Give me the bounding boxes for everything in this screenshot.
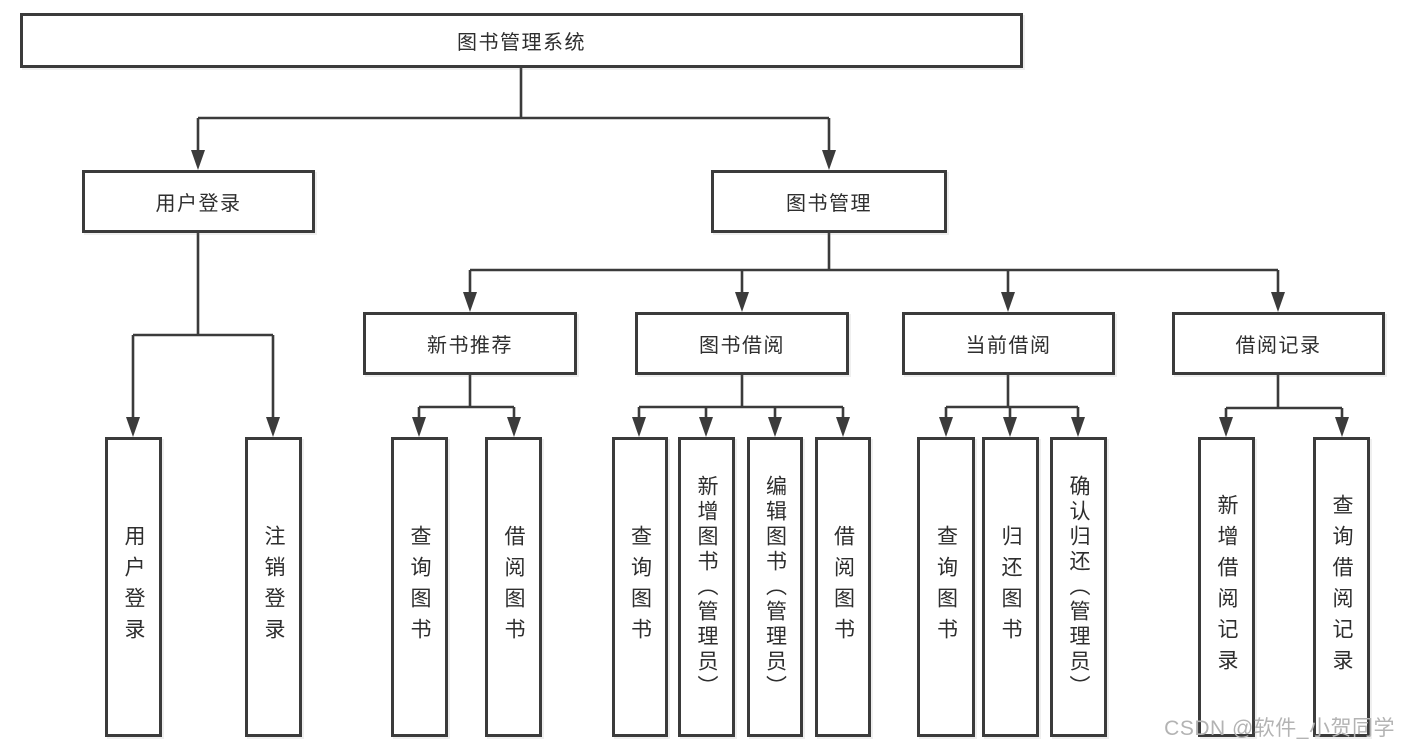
connector-book-borrow-children	[632, 375, 850, 437]
leaf-return-books: 归还图书	[982, 437, 1039, 737]
leaf-borrow-books-recommend-label: 借阅图书	[502, 525, 525, 649]
leaf-query-books-current-label: 查询图书	[934, 525, 958, 649]
leaf-borrow-books: 借阅图书	[815, 437, 871, 737]
leaf-logout: 注销登录	[245, 437, 302, 737]
node-current-borrow: 当前借阅	[902, 312, 1115, 375]
leaf-user-login-label: 用户登录	[122, 525, 145, 649]
connector-book-management-to-level3	[463, 233, 1285, 312]
node-borrow-records: 借阅记录	[1172, 312, 1385, 375]
leaf-query-books-current: 查询图书	[917, 437, 975, 737]
leaf-add-books-admin: 新增图书（管理员）	[678, 437, 735, 737]
node-root: 图书管理系统	[20, 13, 1023, 68]
leaf-borrow-books-recommend: 借阅图书	[485, 437, 542, 737]
connector-new-book-children	[412, 375, 521, 437]
leaf-add-borrow-record: 新增借阅记录	[1198, 437, 1255, 737]
csdn-watermark: CSDN @软件_小贺同学	[1164, 717, 1395, 740]
leaf-query-books-borrow-label: 查询图书	[628, 525, 652, 649]
node-book-borrow-label: 图书借阅	[699, 335, 785, 357]
leaf-logout-label: 注销登录	[262, 525, 285, 649]
node-new-book-recommend: 新书推荐	[363, 312, 577, 375]
node-new-book-recommend-label: 新书推荐	[427, 335, 513, 357]
leaf-query-borrow-record: 查询借阅记录	[1313, 437, 1370, 737]
node-current-borrow-label: 当前借阅	[965, 335, 1052, 357]
connector-root-to-level2	[191, 68, 836, 170]
connector-user-login-children	[126, 233, 280, 437]
leaf-return-books-label: 归还图书	[999, 525, 1022, 649]
connector-current-borrow-children	[939, 375, 1085, 437]
leaf-confirm-return-admin: 确认归还（管理员）	[1050, 437, 1107, 737]
leaf-add-borrow-record-label: 新增借阅记录	[1215, 494, 1238, 680]
leaf-query-books-recommend-label: 查询图书	[408, 525, 431, 649]
node-user-login-label: 用户登录	[155, 193, 242, 215]
leaf-edit-books-admin: 编辑图书（管理员）	[747, 437, 803, 737]
node-book-management: 图书管理	[711, 170, 947, 233]
node-book-borrow: 图书借阅	[635, 312, 849, 375]
node-book-management-label: 图书管理	[786, 193, 872, 215]
leaf-borrow-books-label: 借阅图书	[831, 525, 855, 649]
connector-borrow-records-children	[1219, 375, 1349, 437]
leaf-confirm-return-admin-label: 确认归还（管理员）	[1067, 474, 1090, 700]
leaf-user-login: 用户登录	[105, 437, 162, 737]
leaf-query-borrow-record-label: 查询借阅记录	[1330, 494, 1353, 680]
node-borrow-records-label: 借阅记录	[1235, 335, 1322, 357]
node-user-login: 用户登录	[82, 170, 315, 233]
leaf-query-books-borrow: 查询图书	[612, 437, 668, 737]
leaf-add-books-admin-label: 新增图书（管理员）	[695, 474, 718, 700]
leaf-query-books-recommend: 查询图书	[391, 437, 448, 737]
node-root-label: 图书管理系统	[457, 32, 586, 54]
leaf-edit-books-admin-label: 编辑图书（管理员）	[763, 474, 787, 700]
